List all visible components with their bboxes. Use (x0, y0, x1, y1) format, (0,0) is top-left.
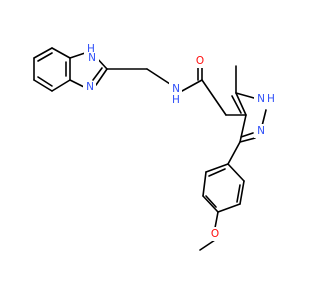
bond (37, 52, 53, 62)
bond (239, 180, 245, 205)
label-mask (84, 41, 98, 55)
benzimidazole-n-bottom-label: N (86, 81, 94, 93)
amide-h-label: H (172, 94, 180, 106)
bond (202, 171, 207, 197)
benzimidazole-n-bottom: N (83, 81, 96, 94)
bond (92, 67, 103, 81)
pyrazole-n1-label: N (257, 93, 265, 105)
bond (227, 141, 241, 165)
amide-n-label: N (172, 83, 180, 95)
bond (239, 137, 256, 143)
bond (181, 79, 203, 92)
bond-layer (33, 47, 267, 251)
label-mask (194, 54, 207, 68)
bond (51, 79, 71, 92)
label-mask (254, 124, 268, 138)
bond (236, 184, 241, 203)
structure-canvas: H N N N H O N H N (33, 41, 277, 251)
bond (201, 79, 227, 116)
pyrazole-n2: N (254, 124, 268, 138)
bond (205, 163, 229, 173)
bond (205, 195, 217, 208)
bond (37, 76, 53, 87)
bond (227, 163, 245, 182)
bond (33, 79, 53, 92)
label-mask (83, 81, 96, 94)
benzimidazole-nh: H (84, 41, 98, 55)
bond (33, 47, 53, 59)
pyrazole-h-label: H (267, 93, 275, 105)
benzimidazole-nh-label: H (87, 43, 95, 55)
label-mask (169, 82, 182, 95)
atom-label-layer: H N N N H O N H N (83, 41, 277, 241)
label-mask (208, 227, 222, 241)
bond (240, 132, 254, 138)
bond (202, 195, 219, 213)
carbonyl-oxygen: O (194, 54, 207, 68)
bond (217, 203, 241, 213)
bond (261, 109, 267, 127)
pyrazole-n2-label: N (257, 125, 265, 137)
label-mask (265, 92, 277, 106)
bond (214, 211, 219, 229)
label-mask (169, 93, 182, 106)
amide-nh: N H (169, 82, 182, 106)
methoxy-o-label: O (211, 228, 219, 240)
bond (208, 168, 226, 177)
label-mask (86, 52, 99, 65)
bond (95, 68, 108, 86)
bond (239, 114, 247, 143)
carbonyl-o-label: O (196, 55, 204, 67)
label-mask (254, 92, 268, 106)
pyrazole-nh: N H (254, 92, 277, 106)
benzimidazole-n-top-label: N (88, 52, 96, 64)
bond (51, 47, 71, 59)
bond (231, 95, 242, 114)
methoxy-oxygen: O (208, 227, 222, 241)
benzimidazole-n-top: N (86, 52, 99, 65)
bond (146, 68, 171, 85)
bond (235, 92, 247, 116)
bond (199, 239, 216, 251)
molecule-drawing: H N N N H O N H N (33, 41, 277, 251)
bond (235, 92, 255, 99)
